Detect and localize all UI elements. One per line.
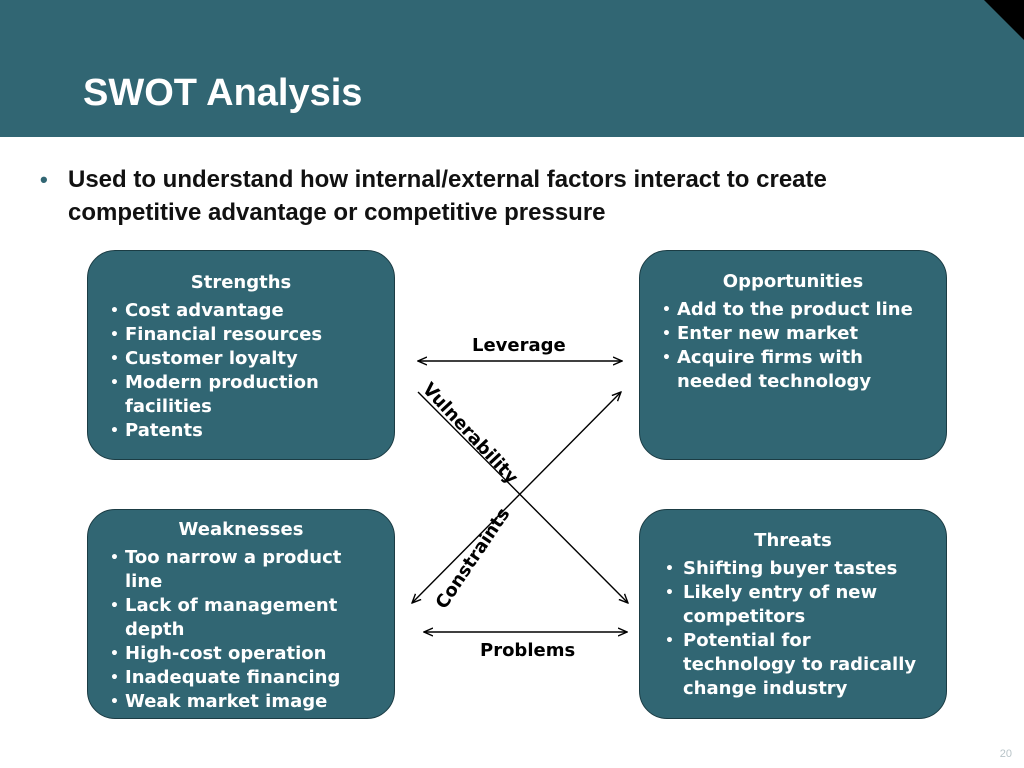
list-item: Potential for technology to radically ch… [665, 629, 926, 701]
page-number: 20 [999, 748, 1012, 760]
list-item: Too narrow a product line [110, 546, 384, 594]
list-item: Likely entry of new competitors [665, 581, 926, 629]
threats-title: Threats [754, 530, 832, 551]
list-item: Acquire firms with needed technology [662, 346, 926, 394]
list-item: Enter new market [662, 322, 926, 346]
list-item: Modern production facilities [110, 371, 384, 419]
intro-bullet: • Used to understand how internal/extern… [40, 163, 1000, 229]
vulnerability-arrow [417, 391, 628, 603]
threats-box: Threats Shifting buyer tastes Likely ent… [639, 509, 947, 719]
strengths-box: Strengths Cost advantage Financial resou… [87, 250, 395, 460]
threats-list: Shifting buyer tastes Likely entry of ne… [665, 557, 926, 701]
list-item: Customer loyalty [110, 347, 384, 371]
list-item: High-cost operation [110, 642, 384, 666]
list-item: Lack of management depth [110, 594, 384, 642]
list-item: Shifting buyer tastes [665, 557, 926, 581]
leverage-label: Leverage [472, 335, 566, 356]
intro-line-1: Used to understand how internal/external… [68, 166, 827, 193]
corner-triangle [984, 0, 1024, 40]
bullet-icon: • [40, 167, 48, 192]
list-item: Patents [110, 419, 384, 443]
intro-line-2: competitive advantage or competitive pre… [68, 199, 606, 226]
opportunities-box: Opportunities Add to the product line En… [639, 250, 947, 460]
weaknesses-box: Weaknesses Too narrow a product line Lac… [87, 509, 395, 719]
list-item: Inadequate financing [110, 666, 384, 690]
opportunities-title: Opportunities [722, 271, 864, 292]
slide-title: SWOT Analysis [83, 72, 363, 114]
weaknesses-title: Weaknesses [178, 519, 304, 540]
strengths-list: Cost advantage Financial resources Custo… [110, 299, 384, 443]
list-item: Cost advantage [110, 299, 384, 323]
strengths-title: Strengths [190, 272, 292, 293]
problems-label: Problems [480, 640, 576, 661]
weaknesses-list: Too narrow a product line Lack of manage… [110, 546, 384, 714]
slide-header [0, 0, 1024, 137]
constraints-arrow [412, 392, 621, 603]
list-item: Weak market image [110, 690, 384, 714]
opportunities-list: Add to the product line Enter new market… [662, 298, 926, 394]
list-item: Add to the product line [662, 298, 926, 322]
list-item: Financial resources [110, 323, 384, 347]
